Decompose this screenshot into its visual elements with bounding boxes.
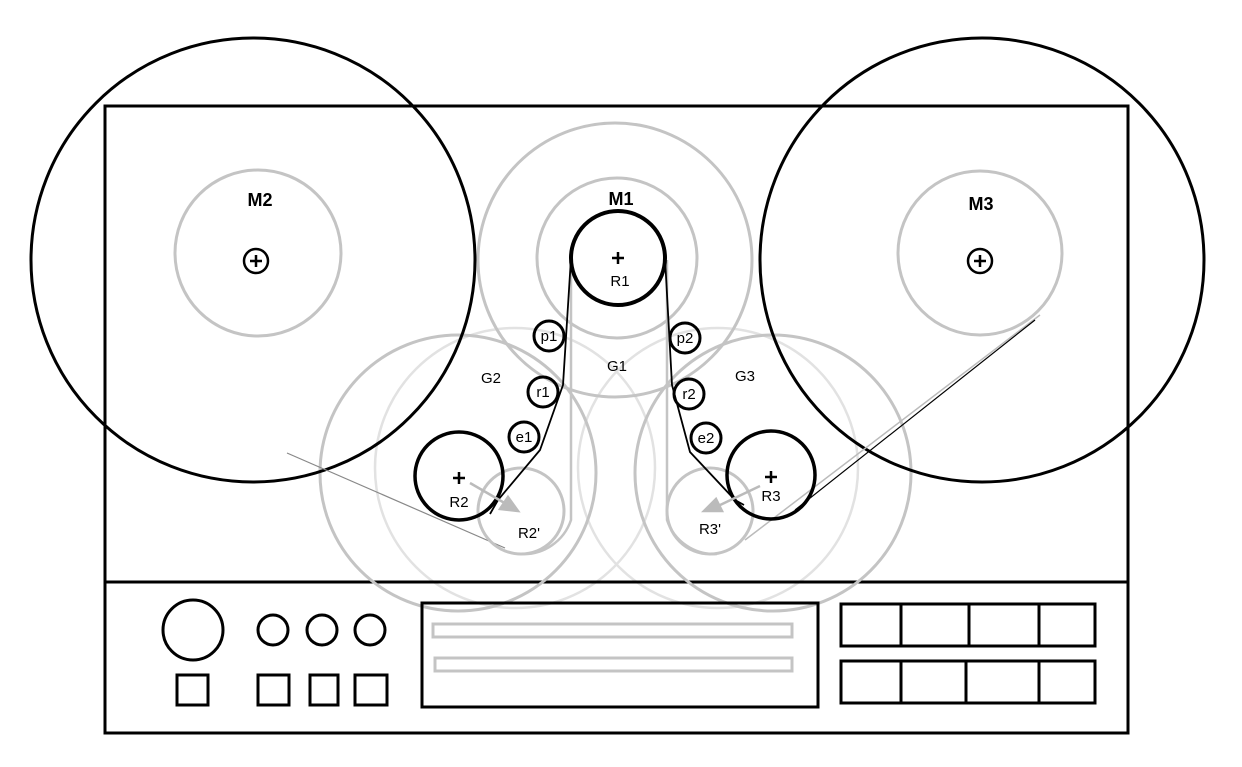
button-4[interactable] <box>353 673 389 707</box>
label-r3: R3 <box>761 488 780 505</box>
meter-bar-2 <box>433 656 794 673</box>
r1-small-roller <box>526 375 560 409</box>
button-2[interactable] <box>256 673 291 707</box>
label-r1: R1 <box>610 273 629 290</box>
m3-spindle-icon <box>966 247 994 275</box>
key-row-bottom <box>839 659 1097 705</box>
r2-roller <box>413 430 505 522</box>
m1-inner-circle <box>535 176 699 340</box>
label-g3: G3 <box>735 368 755 385</box>
label-e1: e1 <box>516 429 533 446</box>
button-3[interactable] <box>308 673 340 707</box>
label-e2: e2 <box>698 430 715 447</box>
knob-1[interactable] <box>256 613 290 647</box>
meter-bar-1 <box>431 622 794 639</box>
label-g1: G1 <box>607 358 627 375</box>
tape-line-m2 <box>286 452 506 549</box>
label-r2-small: r2 <box>682 386 695 403</box>
label-g2: G2 <box>481 370 501 387</box>
e1-roller <box>507 420 541 454</box>
r3-roller <box>725 429 817 521</box>
m3-reel <box>758 36 1206 484</box>
m1-outer-circle <box>476 121 754 399</box>
tape-path-left <box>489 257 572 515</box>
r2-small-roller <box>672 377 706 411</box>
large-knob[interactable] <box>161 598 225 662</box>
label-r1-small: r1 <box>536 384 549 401</box>
m2-reel <box>29 36 477 484</box>
label-m1: M1 <box>608 189 633 209</box>
arrow-r3-to-r3prime <box>700 484 761 513</box>
knob-3[interactable] <box>353 613 387 647</box>
control-panel <box>161 598 1097 709</box>
label-p1: p1 <box>541 328 558 345</box>
label-m3: M3 <box>968 194 993 214</box>
label-r2-prime: R2' <box>518 525 540 542</box>
g3-circle <box>633 333 913 613</box>
light-circle-left <box>373 326 657 610</box>
label-r2: R2 <box>449 494 468 511</box>
display-panel <box>420 601 820 709</box>
e2-roller <box>689 421 723 455</box>
label-r3-prime: R3' <box>699 521 721 538</box>
m2-spindle-icon <box>242 247 270 275</box>
r3-prime-roller <box>665 466 755 556</box>
m2-hub-circle <box>173 168 343 338</box>
light-circle-right <box>576 326 860 610</box>
button-1[interactable] <box>175 673 210 707</box>
tape-line-m3 <box>744 314 1041 541</box>
arrow-r2-to-r2prime <box>469 481 521 513</box>
p1-roller <box>532 319 566 353</box>
label-p2: p2 <box>677 330 694 347</box>
housing-outline <box>103 104 1130 735</box>
m3-hub-circle <box>896 169 1064 337</box>
knob-2[interactable] <box>305 613 339 647</box>
label-m2: M2 <box>247 190 272 210</box>
p2-roller <box>668 321 702 355</box>
r2-prime-roller <box>476 466 566 556</box>
